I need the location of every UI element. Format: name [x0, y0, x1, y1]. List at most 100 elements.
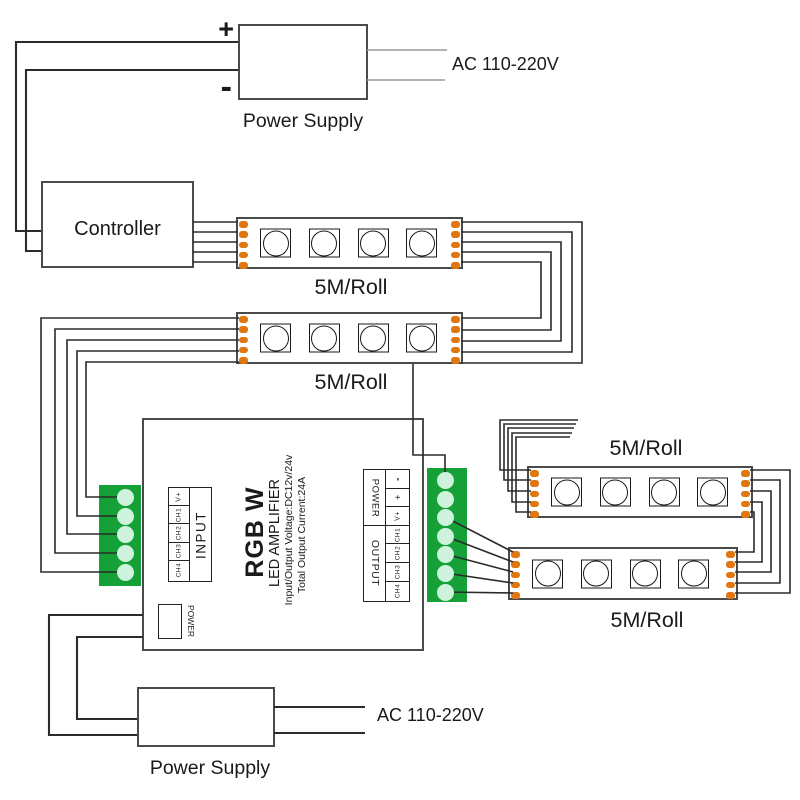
solder-pad [451, 346, 460, 354]
led-chip-circle [680, 560, 707, 587]
led-module [406, 228, 438, 258]
led-module [551, 477, 582, 507]
led-chip-circle [408, 230, 435, 256]
led-chip-circle [408, 325, 435, 351]
solder-pad [239, 221, 248, 228]
solder-pad [239, 231, 248, 238]
psu1-label: Power Supply [242, 110, 364, 132]
terminal-screw [436, 527, 454, 545]
wire-s2-in-3 [66, 339, 239, 535]
terminal-screw [116, 563, 134, 581]
solder-pad [451, 241, 460, 249]
solder-pad [451, 336, 460, 344]
solder-pad [239, 326, 248, 333]
terminal-screw [436, 564, 454, 582]
led-chip-circle [553, 479, 580, 505]
led-module [599, 477, 631, 507]
solder-pad [530, 511, 539, 518]
solder-pad [451, 251, 460, 259]
terminal-screw [116, 507, 134, 525]
solder-pad [451, 357, 460, 364]
output-pin-vplus: V+ [386, 507, 409, 526]
output-pin-ch3: CH3 [386, 563, 409, 582]
output-pin-plus: + [386, 489, 409, 508]
led-module [678, 559, 710, 588]
solder-pad [741, 480, 750, 487]
top-power-supply-box [238, 24, 368, 100]
wire-out-s4-5 [444, 591, 514, 594]
psu2-ac-label: AC 110-220V [377, 705, 484, 725]
solder-pad [239, 357, 248, 364]
wire-psu1-plus [14, 40, 238, 233]
terminal-screw [436, 471, 454, 489]
solder-pad [726, 561, 735, 568]
led-module [406, 323, 438, 353]
led-module [308, 228, 340, 258]
solder-pad [530, 470, 539, 477]
wire-s3-tail-2 [503, 423, 576, 481]
solder-pad [511, 571, 520, 579]
solder-pad [511, 592, 520, 599]
solder-pad [530, 480, 539, 487]
wire-s3-tail-3 [507, 427, 574, 492]
wire-out-s4-2 [444, 535, 514, 563]
wire-s2-in-4 [76, 350, 239, 517]
psu1-minus-sign: - [220, 68, 232, 106]
wire-s3-s4-1 [735, 469, 791, 594]
wire-s3-s4-4 [735, 501, 763, 563]
wire-s1-s2-5 [461, 261, 542, 319]
output-pin-minus: - [386, 470, 409, 489]
terminal-screw [436, 583, 454, 601]
solder-pad [451, 262, 460, 269]
solder-pad [530, 490, 539, 498]
wire-s1-s2-1 [461, 221, 583, 364]
wire-s3-s4-2 [735, 479, 781, 584]
solder-pad [239, 346, 248, 354]
led-chip-circle [602, 479, 629, 505]
solder-pad [239, 241, 248, 249]
solder-pad [451, 231, 460, 238]
led-chip-circle [534, 560, 561, 587]
output-pin-ch2: CH2 [386, 544, 409, 563]
psu1-plus-sign: + [218, 14, 234, 44]
wire-psu2-amp-1 [47, 613, 143, 737]
terminal-screw [436, 545, 454, 563]
led-strip-1 [236, 217, 463, 269]
input-pin-ch1: CH1 [169, 506, 189, 525]
strip3-label: 5M/Roll [609, 436, 683, 460]
led-chip-circle [583, 560, 610, 587]
wire-s1-s2-3 [461, 241, 562, 342]
wire-s3-tail-4 [511, 432, 572, 503]
input-pin-vplus: V+ [169, 488, 189, 507]
solder-pad [726, 592, 735, 599]
wire-s2-in-5 [85, 361, 239, 498]
solder-pad [530, 500, 539, 508]
solder-pad [741, 490, 750, 498]
led-module [629, 559, 661, 588]
output-pin-ch1: CH1 [386, 526, 409, 545]
solder-pad [451, 221, 460, 228]
led-module [260, 228, 291, 258]
psu1-ac-label: AC 110-220V [452, 54, 559, 74]
terminal-screw [116, 544, 134, 562]
strip1-label: 5M/Roll [314, 275, 388, 299]
solder-pad [511, 551, 520, 558]
led-chip-circle [360, 325, 387, 351]
solder-pad [239, 262, 248, 269]
led-chip-circle [699, 479, 726, 505]
solder-pad [741, 500, 750, 508]
led-chip-circle [360, 230, 387, 256]
input-pin-ch2: CH2 [169, 524, 189, 543]
controller-box [41, 181, 194, 268]
output-pin-column: - + V+ CH1 CH2 CH3 CH4 [386, 470, 409, 601]
terminal-screw [116, 488, 134, 506]
wire-s1-s2-4 [461, 251, 552, 331]
led-module [357, 228, 389, 258]
led-module [308, 323, 340, 353]
power-port-box [158, 604, 182, 639]
solder-pad [239, 316, 248, 323]
led-module [357, 323, 389, 353]
wire-s2-out-minus [412, 364, 446, 480]
